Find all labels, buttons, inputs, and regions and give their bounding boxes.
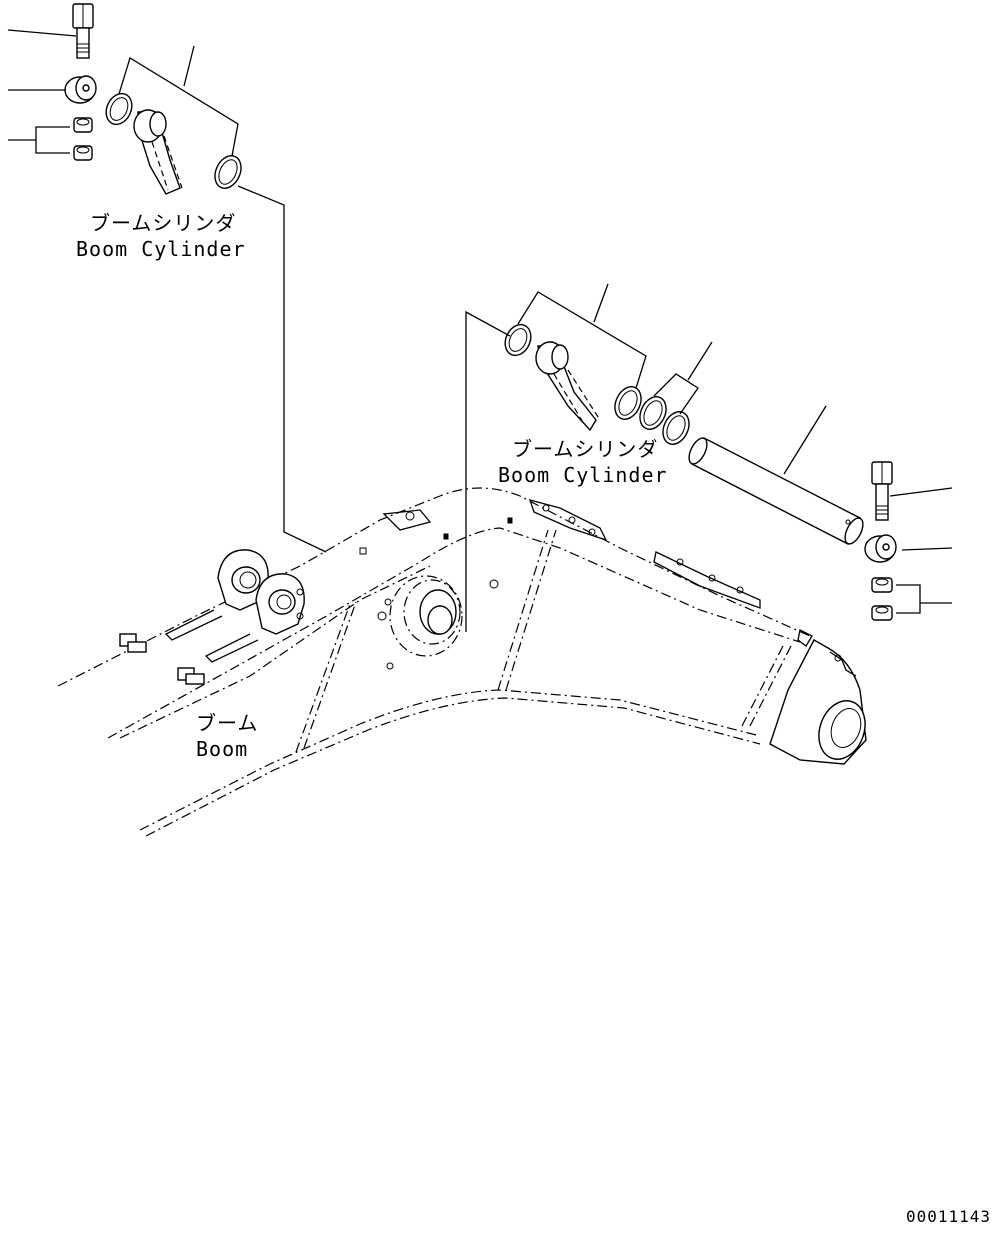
- label-boom-cylinder-top-en: Boom Cylinder: [76, 237, 246, 261]
- boom-cylinder-hub: [377, 575, 499, 670]
- shim-icon: [504, 323, 532, 357]
- nut-icon: [871, 577, 893, 593]
- bolt-icon: [871, 461, 893, 521]
- leader-shims-2: [517, 291, 647, 389]
- leader-shims-top-2: [593, 283, 609, 323]
- top-plate-cluster: [359, 499, 813, 647]
- label-boom-jp: ブーム: [196, 711, 258, 735]
- leader-bolt-1: [7, 29, 77, 37]
- label-boom-en: Boom: [196, 737, 248, 761]
- middle-hardware: [465, 283, 864, 632]
- leader-collar-2: [901, 547, 953, 551]
- leader-shims-pair-top-2: [687, 341, 713, 381]
- boom-foot-lug: [217, 549, 305, 635]
- shim-icon: [614, 386, 642, 420]
- leader-to-boom-2: [465, 310, 511, 632]
- bushing-icon: [535, 341, 601, 432]
- clamp-left-2: [177, 667, 205, 685]
- label-boom-cylinder-mid-en: Boom Cylinder: [498, 463, 668, 487]
- shim-icon: [639, 396, 667, 430]
- drawing-code: 00011143: [906, 1207, 991, 1226]
- leader-nuts-bracket-1: [35, 126, 70, 154]
- leader-to-boom-1: [237, 185, 327, 553]
- leader-bolt-2: [889, 487, 953, 497]
- label-boom-cylinder-top-jp: ブームシリンダ: [90, 211, 236, 235]
- leader-shims-top-1: [183, 45, 195, 87]
- leader-shims-pair-2: [653, 373, 699, 415]
- bushing-icon: [133, 109, 183, 195]
- label-boom-cylinder-mid-jp: ブームシリンダ: [512, 437, 658, 461]
- collar-icon: [864, 534, 897, 563]
- shim-icon: [662, 411, 690, 445]
- clamp-left: [119, 633, 147, 653]
- leader-pin: [783, 405, 827, 475]
- leader-nuts-bracket-2: [896, 584, 921, 614]
- top-left-hardware: [7, 3, 327, 553]
- boom-structure: [57, 487, 867, 837]
- shim-icon: [214, 155, 242, 189]
- leader-shims-1: [118, 57, 239, 157]
- nut-icon: [871, 605, 893, 621]
- pin-icon: [688, 437, 864, 545]
- right-hardware: [864, 461, 953, 621]
- collar-icon: [64, 75, 97, 104]
- shim-icon: [105, 92, 133, 126]
- bolt-icon: [72, 3, 94, 59]
- boom-tip: [769, 639, 867, 765]
- nut-icon: [73, 117, 93, 133]
- nut-icon: [73, 145, 93, 161]
